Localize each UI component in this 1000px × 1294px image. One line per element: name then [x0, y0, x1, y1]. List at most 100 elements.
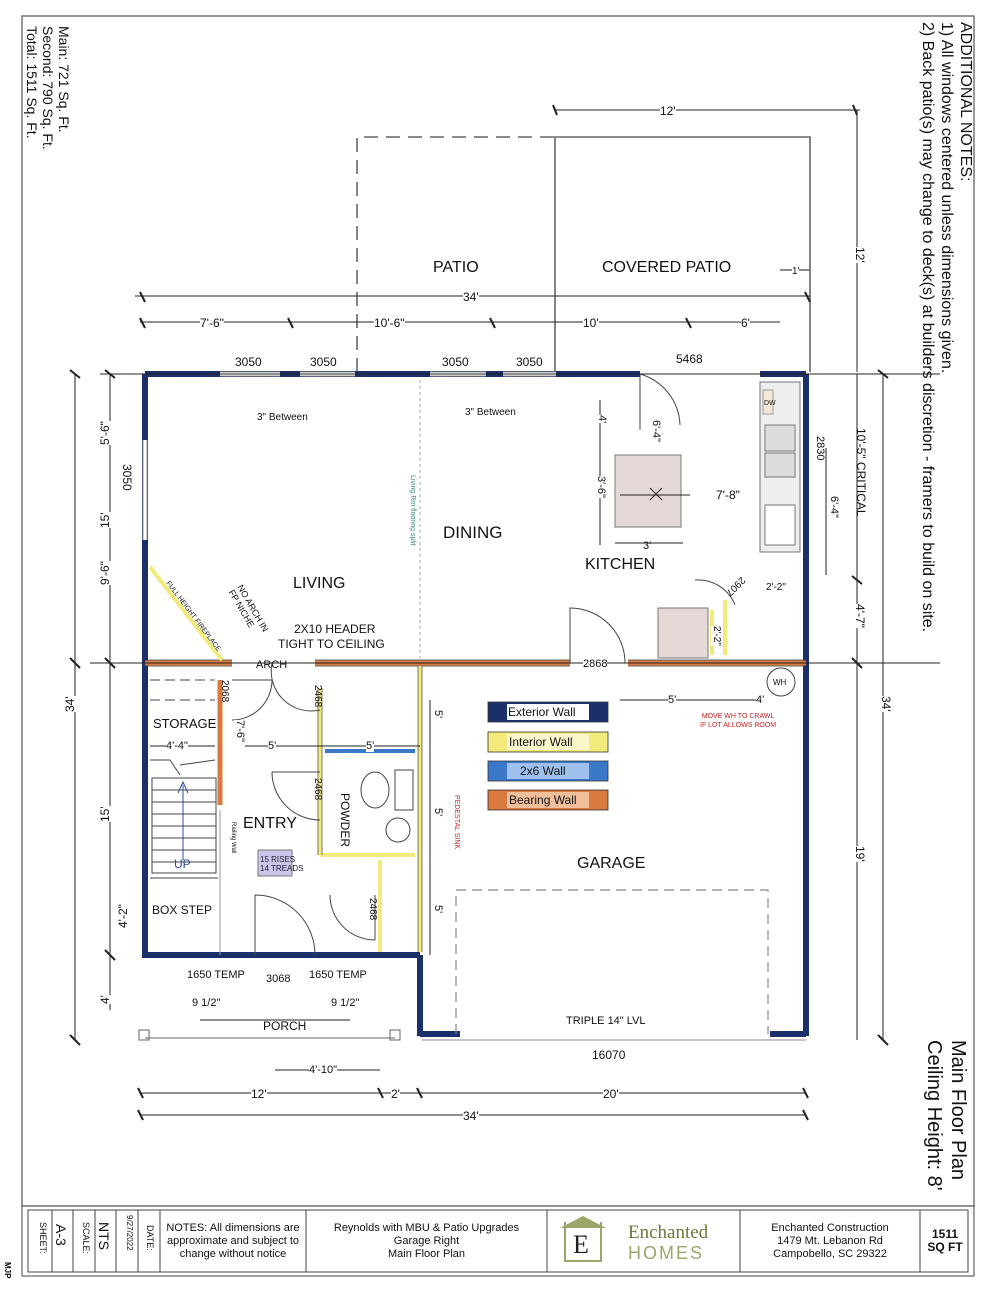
dim-9-6: 9'-6" [98, 561, 112, 585]
room-box-step: BOX STEP [152, 903, 213, 917]
notes-line-1: 1) All windows centered unless dimension… [938, 22, 955, 374]
room-living: LIVING [293, 575, 346, 592]
tb-sheet-label: SHEET: [38, 1222, 48, 1254]
tb-company-name: Enchanted Construction [771, 1221, 889, 1234]
rises-label: 15 RISES [260, 855, 296, 864]
dim-bottom-12: 12' [251, 1087, 267, 1101]
dim-5-entry: 5' [268, 740, 277, 752]
dim-top-12: 12' [660, 104, 676, 118]
room-porch: PORCH [263, 1019, 307, 1033]
door-2068: 2068 [219, 680, 230, 703]
triple-lvl-label: TRIPLE 14" LVL [566, 1015, 646, 1027]
door-3068: 3068 [266, 973, 291, 985]
move-wh-note: MOVE WH TO CRAWL IF LOT ALLOWS ROOM [700, 712, 776, 730]
tb-date: 9/27/2022 [125, 1215, 134, 1251]
room-covered-patio: COVERED PATIO [602, 259, 732, 276]
additional-notes: ADDITIONAL NOTES: 1) All windows centere… [918, 22, 975, 632]
door-2468-b: 2468 [312, 778, 323, 801]
logo-word-2: HOMES [628, 1243, 705, 1263]
sqft-second: Second: 790 Sq. Ft. [40, 26, 56, 150]
dim-10: 10' [583, 316, 599, 330]
tb-sqft-number: 1511 [931, 1227, 959, 1241]
window-2830: 2830 [814, 436, 826, 461]
room-patio: PATIO [433, 259, 479, 276]
window-3050-3: 3050 [442, 355, 469, 369]
dim-34-right: 34' [879, 696, 893, 712]
kitchen-island [614, 454, 682, 528]
dim-4-left: 4' [98, 995, 112, 1004]
door-2468-c: 2468 [367, 898, 378, 921]
dim-2-2-a: 2'-2" [766, 582, 786, 593]
dim-bottom-20: 20' [603, 1087, 619, 1101]
legend-exterior-wall: Exterior Wall [508, 705, 576, 719]
window-3050-5: 3050 [120, 464, 134, 491]
dim-bottom-34: 34' [463, 1109, 479, 1123]
tb-plan-name: Reynolds with MBU & Patio Upgrades Garag… [308, 1212, 545, 1270]
room-storage: STORAGE [153, 716, 217, 731]
dim-9-half-b: 9 1/2" [331, 997, 360, 1009]
logo-house-icon [564, 1222, 602, 1262]
dim-bottom-2: 2' [391, 1087, 400, 1101]
interior-walls [148, 565, 727, 952]
dim-5-col-2: 5' [432, 808, 444, 817]
sqft-main: Main: 721 Sq. Ft. [56, 26, 72, 133]
dim-1: 1' [792, 266, 800, 277]
plan-title: Main Floor Plan Ceiling Height: 8' [922, 1040, 970, 1191]
window-3050-2: 3050 [310, 355, 337, 369]
door-5468: 5468 [676, 352, 703, 366]
tb-notes: NOTES: All dimensions are approximate an… [166, 1221, 300, 1260]
dim-4-7: 4'-7" [853, 604, 867, 628]
tb-sqft-unit: SQ FT [927, 1240, 963, 1254]
patio-outline [356, 136, 555, 372]
between-label-2: 3" Between [465, 407, 516, 418]
dim-10-6: 10'-6" [374, 316, 405, 330]
dim-3: 3' [643, 540, 652, 552]
company-logo: E Enchanted HOMES [560, 1216, 730, 1266]
dim-7-6-b: 7'-6" [234, 720, 246, 742]
wh-label: WH [773, 678, 787, 687]
tb-company: Enchanted Construction 1479 Mt. Lebanon … [742, 1212, 918, 1270]
tb-plan-line1: Reynolds with MBU & Patio Upgrades [333, 1221, 520, 1234]
tb-scale-label: SCALE: [81, 1222, 91, 1255]
dim-5-powder: 5' [366, 740, 375, 752]
tb-sheet: A-3 [53, 1224, 69, 1246]
dim-15-b: 15' [98, 806, 112, 822]
tb-scale: NTS [96, 1222, 112, 1250]
dim-34-top: 34' [463, 290, 479, 304]
window-3050-4: 3050 [516, 355, 543, 369]
dim-15-a: 15' [98, 512, 112, 528]
dim-5-6: 5'-6" [98, 421, 112, 445]
arch-label: ARCH [256, 659, 288, 671]
room-powder: POWDER [338, 793, 352, 847]
tb-plan-line3: Main Floor Plan [387, 1247, 466, 1260]
dim-7-8: 7'-8" [716, 488, 740, 502]
plan-title-line1: Main Floor Plan [947, 1040, 969, 1181]
dim-3-6: 3'-6" [595, 476, 607, 498]
window-3050-1: 3050 [235, 355, 262, 369]
dim-4-2: 4'-2" [116, 904, 130, 928]
door-2468-a: 2468 [312, 685, 323, 708]
notes-heading: ADDITIONAL NOTES: [957, 22, 974, 182]
dim-34-left: 34' [63, 696, 77, 712]
exterior-walls [142, 371, 809, 1037]
room-kitchen: KITCHEN [585, 556, 656, 573]
treads-label: 14 TREADS [260, 864, 304, 873]
plan-title-line2: Ceiling Height: 8' [923, 1040, 945, 1191]
railing-wall-label: Railing Wall [230, 822, 236, 854]
dim-4-kitchen: 4' [596, 415, 608, 424]
room-dining: DINING [443, 523, 503, 542]
title-block-frame [21, 1205, 975, 1277]
window-1650-temp-1: 1650 TEMP [187, 969, 245, 981]
tb-address-1: 1479 Mt. Lebanon Rd [777, 1234, 883, 1247]
dim-5-col-3: 5' [432, 905, 444, 914]
legend-interior-wall: Interior Wall [509, 735, 573, 749]
stairs [150, 679, 221, 955]
top-windows [143, 372, 556, 540]
dimension-ticks [69, 104, 889, 1121]
tb-sqft: 1511 SQ FT [922, 1212, 968, 1270]
logo-roof-icon [560, 1216, 606, 1228]
pedestal-sink-label: PEDESTAL SINK [453, 795, 460, 850]
flooring-split-label: Living Rm flooring split [409, 475, 416, 546]
legend-2x6-wall: 2x6 Wall [520, 764, 566, 778]
dim-5-col-1: 5' [432, 710, 444, 719]
